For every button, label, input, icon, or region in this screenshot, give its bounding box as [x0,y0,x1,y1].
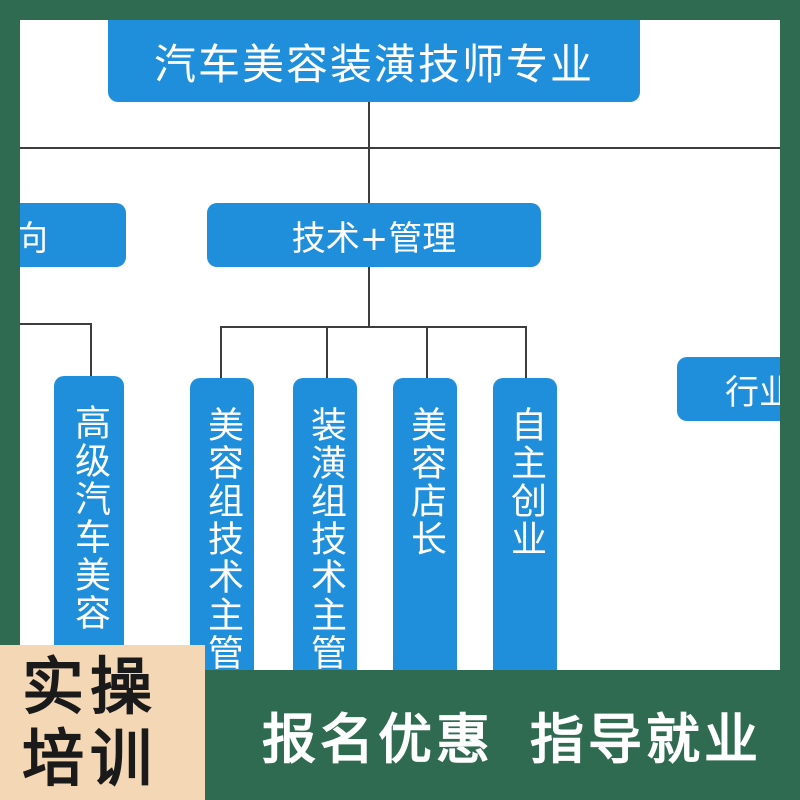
badge-line-1: 实操 [22,649,159,723]
connector-leaf-2 [326,326,328,378]
connector-leaf-3 [426,326,428,378]
slogan-employment: 指导就业 [530,708,762,771]
connector-title-down [368,100,370,148]
connector-to-center-branch [368,147,370,207]
center-branch-box: 技术+管理 [207,203,541,267]
leaf-store-manager: 美容店长 [393,378,457,670]
leaf-beauty-team-lead: 美容组技术主管 [190,378,254,670]
left-branch-text: 向 [20,218,48,259]
leaf-advanced-beautician-text: 高级汽车美容 [69,404,110,632]
leaf-store-manager-text: 美容店长 [405,406,446,558]
center-branch-text: 技术+管理 [291,218,457,259]
connector-left-horizontal [20,323,92,325]
title-text: 汽车美容装潢技师专业 [153,39,594,89]
connector-top-horizontal [20,147,780,149]
training-badge: 实操 培训 [0,645,205,800]
left-branch-box: 向 [20,203,126,267]
leaf-beauty-team-lead-text: 美容组技术主管 [202,406,243,670]
leaf-advanced-beautician: 高级汽车美容 [54,376,124,670]
badge-line-2: 培训 [22,721,159,795]
org-chart-canvas: 汽车美容装潢技师专业 向 技术+管理 行业 高级汽车美容 美容组技术主管 装潢组… [20,20,780,670]
right-branch-text: 行业 [725,372,780,413]
connector-center-branch-down [368,265,370,327]
slogan-discount: 报名优惠 [262,708,494,771]
connector-leaf-1 [220,326,222,378]
leaf-self-employment-text: 自主创业 [505,406,546,558]
title-box: 汽车美容装潢技师专业 [108,20,640,102]
connector-leaves-horizontal [220,326,527,328]
connector-left-leaf [90,323,92,378]
right-branch-box: 行业 [677,357,780,421]
leaf-decor-team-lead: 装潢组技术主管 [293,378,357,670]
leaf-self-employment: 自主创业 [493,378,557,670]
leaf-decor-team-lead-text: 装潢组技术主管 [305,406,346,670]
connector-leaf-4 [525,326,527,378]
